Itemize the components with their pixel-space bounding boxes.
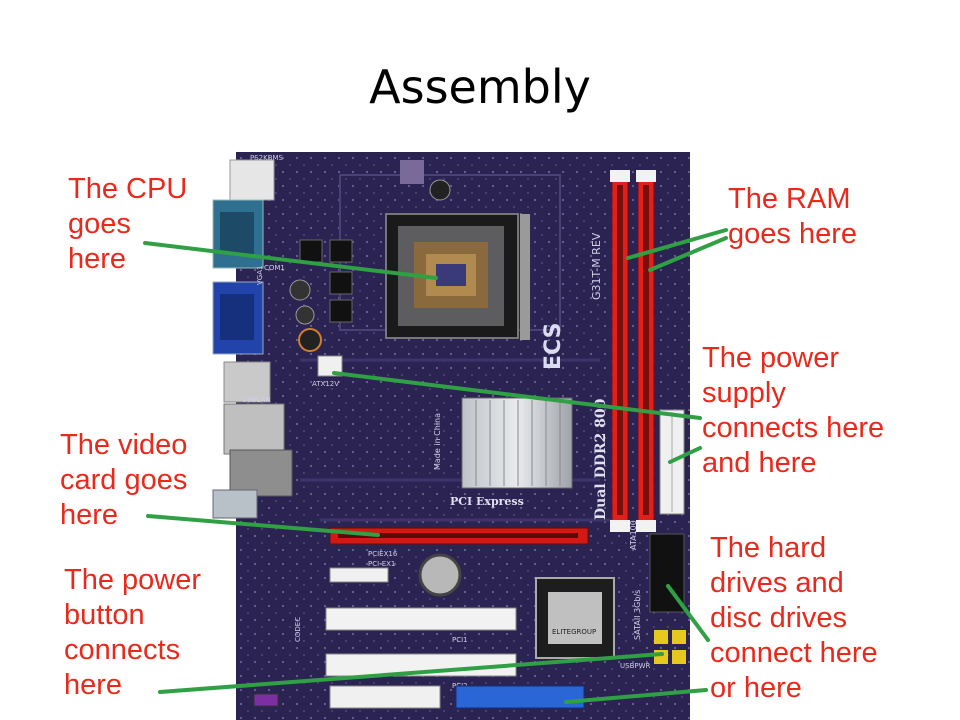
- power-supply-pointer-2: [668, 446, 702, 464]
- board-ddr2-text: Dual DDR2 800: [593, 398, 609, 520]
- svg-text:ELITEGROUP: ELITEGROUP: [552, 628, 596, 636]
- video-card-pointer: [146, 514, 380, 537]
- power-supply-label: The power supply connects here and here: [702, 342, 885, 479]
- board-made-in-china: Made in China: [433, 413, 442, 470]
- pcie-x16-slot: [329, 527, 589, 545]
- board-ps2-text: PS2KBMS: [250, 154, 284, 162]
- board-pciex1-text: PCI-EX1: [368, 560, 395, 568]
- rear-io-panel: [212, 159, 293, 519]
- ram-pointer-2: [648, 236, 728, 272]
- front-panel-header: [253, 693, 279, 707]
- drives-pointer-2: [564, 688, 708, 704]
- board-ata100-text: ATA100: [629, 520, 638, 550]
- power-button-pointer: [158, 652, 664, 694]
- drives-label: The hard drives and disc drives connect …: [710, 532, 878, 704]
- board-vga-text: VGA1: [256, 266, 264, 285]
- cpu-label: The CPU goes here: [68, 173, 188, 275]
- ram-pointer-1: [626, 228, 728, 260]
- slide-title: Assembly: [369, 60, 591, 114]
- sata-connectors: [649, 533, 686, 664]
- cpu-socket: [385, 213, 530, 340]
- power-supply-pointer-1: [332, 371, 702, 420]
- board-model: G31T-M REV: [590, 232, 603, 300]
- board-pci-express-text: PCI Express: [450, 495, 524, 508]
- drives-pointer-1: [666, 584, 710, 642]
- cmos-battery: [418, 553, 462, 597]
- board-brand: ECS: [541, 323, 566, 370]
- board-com-text: COM1: [264, 264, 285, 272]
- southbridge-chip: ELITEGROUP: [535, 577, 615, 659]
- cpu-pointer: [143, 241, 438, 280]
- pcie-x1-slot: [329, 567, 389, 583]
- ram-label: The RAM goes here: [728, 183, 857, 250]
- board-atx12v-text: ATX12V: [312, 380, 339, 388]
- pointer-lines: [143, 228, 728, 704]
- video-card-label: The video card goes here: [60, 429, 188, 531]
- board-codec-text: CODEC: [294, 617, 302, 642]
- board-usbpwr-text: USBPWR: [620, 662, 651, 670]
- board-sata-text: SATAII 3Gb/s: [633, 590, 642, 640]
- board-pciex16-text: PCIEX16: [368, 550, 398, 558]
- board-usblan-text: USBLAN: [242, 396, 270, 404]
- floppy-connector: [329, 685, 441, 709]
- board-pci1-text: PCI1: [452, 636, 468, 644]
- power-button-label: The power button connects here: [64, 564, 202, 701]
- atx12v-connector: [317, 355, 343, 377]
- ide-connector: [455, 685, 585, 709]
- chipset-heatsink: [461, 397, 573, 489]
- ram-slots: [610, 170, 656, 532]
- vrm-components: [289, 160, 451, 352]
